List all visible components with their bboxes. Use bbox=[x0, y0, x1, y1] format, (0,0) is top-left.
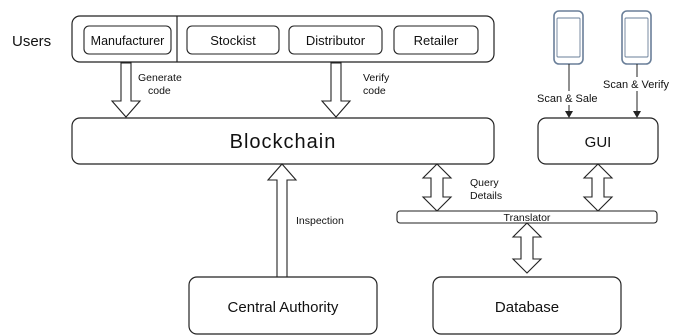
scan-sale-label: Scan & Sale bbox=[537, 93, 598, 105]
scan-verify-label: Scan & Verify bbox=[603, 79, 670, 91]
database-label: Database bbox=[495, 299, 559, 316]
distributor-label: Distributor bbox=[306, 33, 366, 48]
retailer-box bbox=[393, 25, 479, 55]
inspection-label: Inspection bbox=[296, 215, 344, 227]
verify-label-line2: code bbox=[363, 85, 386, 97]
central-authority-label: Central Authority bbox=[228, 299, 339, 316]
database-box bbox=[432, 276, 622, 335]
scan-verify-label-bg bbox=[601, 77, 681, 91]
verify-label-line1: Verify bbox=[363, 72, 390, 84]
inspection-arrow bbox=[266, 163, 298, 278]
scan-sale-arrowhead bbox=[565, 111, 573, 118]
generate-label-line2: code bbox=[148, 85, 171, 97]
users-label: Users bbox=[12, 33, 51, 50]
stockist-label: Stockist bbox=[210, 33, 256, 48]
smartphone-icon bbox=[621, 10, 652, 65]
central-authority-box bbox=[188, 276, 378, 335]
gui-translator-arrow bbox=[582, 163, 614, 212]
scan-verify-arrowhead bbox=[633, 111, 641, 118]
blockchain-label: Blockchain bbox=[230, 131, 337, 153]
generate-label-line1: Generate bbox=[138, 72, 182, 84]
query-label-line1: Query bbox=[470, 177, 499, 189]
stockist-box bbox=[186, 25, 280, 55]
distributor-box bbox=[288, 25, 383, 55]
manufacturer-box bbox=[83, 25, 172, 55]
translator-database-arrow bbox=[511, 222, 543, 274]
generate-code-arrow bbox=[110, 62, 142, 118]
translator-label: Translator bbox=[504, 212, 551, 224]
blockchain-box bbox=[71, 117, 495, 165]
query-details-arrow bbox=[421, 163, 453, 212]
manufacturer-label: Manufacturer bbox=[91, 34, 165, 48]
scan-sale-label-bg bbox=[533, 91, 603, 105]
retailer-label: Retailer bbox=[414, 33, 459, 48]
gui-label: GUI bbox=[585, 134, 612, 151]
smartphone-icon bbox=[553, 10, 584, 65]
query-label-line2: Details bbox=[470, 190, 502, 202]
verify-code-arrow bbox=[320, 62, 352, 118]
